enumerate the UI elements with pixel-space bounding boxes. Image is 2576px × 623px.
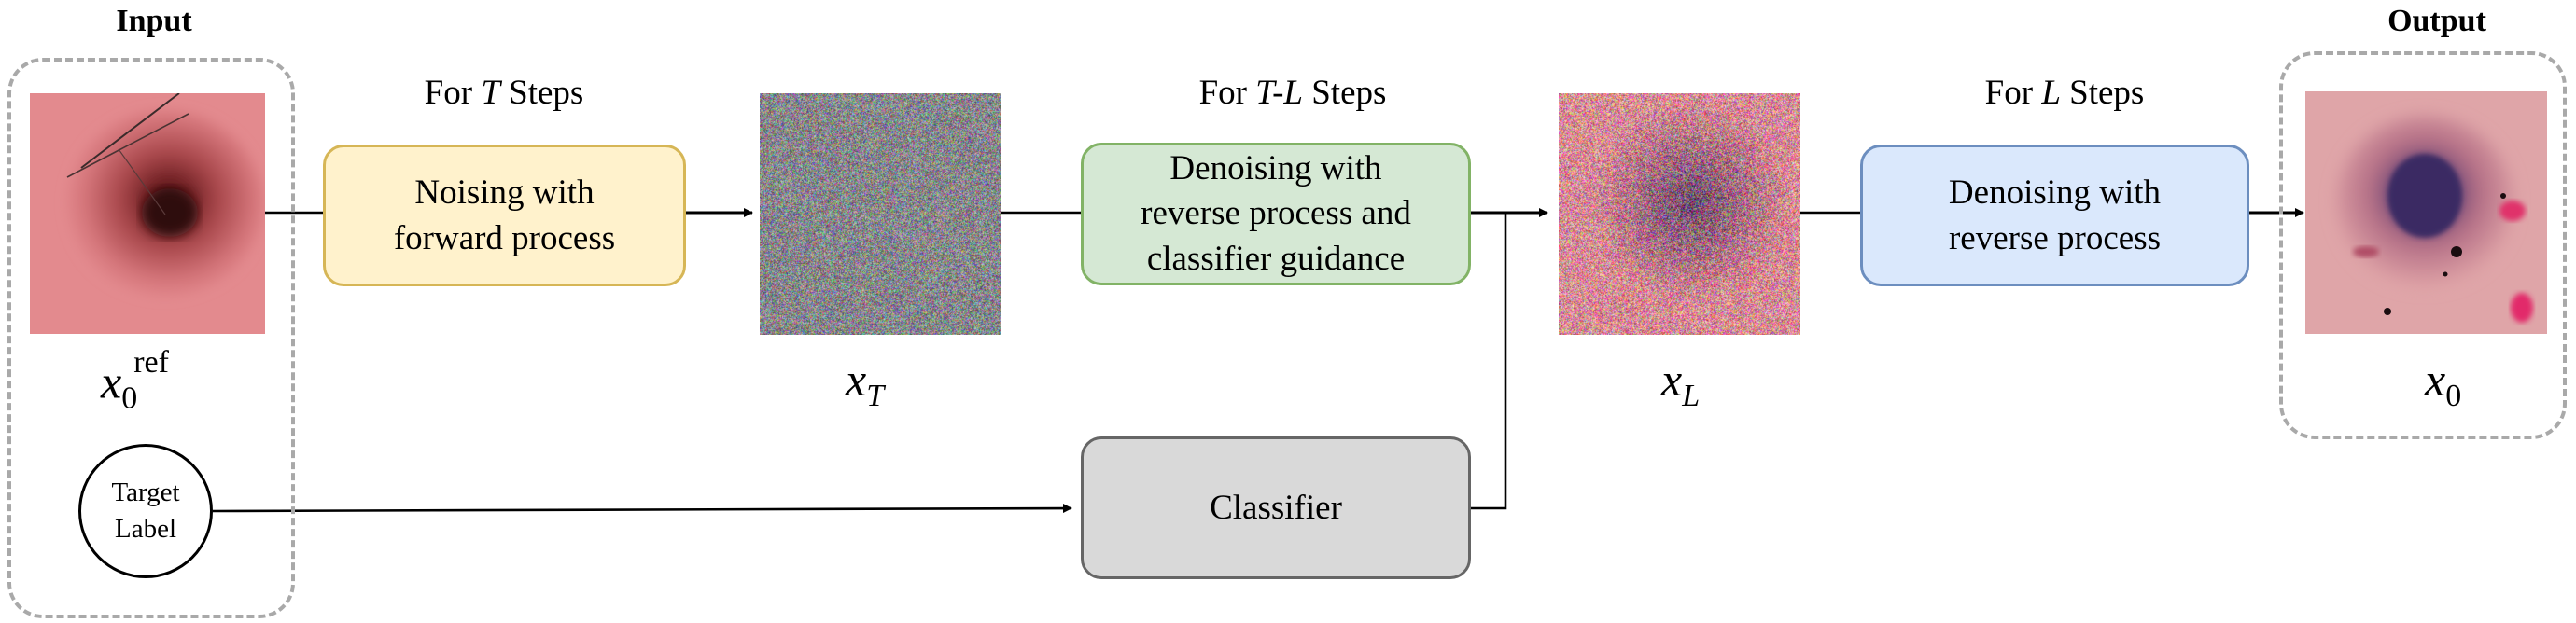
xL-partial-image [1559, 93, 1800, 335]
denoising-guided-text: Denoising with reverse process and class… [1141, 149, 1411, 278]
xL-label: xL [1661, 353, 1701, 413]
denoising-reverse-box: Denoising with reverse process [1860, 145, 2249, 286]
stage3-steps-var: L [2041, 74, 2061, 112]
target-label-node: Target Label [78, 444, 213, 578]
stage1-steps-var: T [481, 74, 500, 112]
xT-noise-image [760, 93, 1001, 335]
classifier-box: Classifier [1081, 436, 1471, 579]
xT-label: xT [846, 353, 885, 413]
line-classifier-guidance [1471, 213, 1507, 510]
arrow-label-to-classifier [212, 504, 1072, 514]
stage2-steps-var: T-L [1255, 74, 1303, 112]
x0-ref-var: x [101, 355, 122, 408]
noising-forward-box: Noising with forward process [323, 145, 686, 286]
x0-ref-sub: 0 [121, 381, 138, 416]
x0-ref-sup: ref [133, 345, 169, 380]
output-title: Output [2387, 4, 2486, 38]
input-group [7, 58, 295, 618]
classifier-text: Classifier [1210, 488, 1342, 527]
target-label-text: Target Label [111, 477, 180, 544]
denoising-reverse-text: Denoising with reverse process [1948, 173, 2162, 257]
output-group [2279, 51, 2567, 439]
output-lesion-image [2305, 91, 2547, 334]
x0-output-sub: 0 [2445, 379, 2462, 413]
xL-sub: L [1682, 379, 1701, 413]
input-title: Input [116, 4, 192, 38]
reference-lesion-image [30, 93, 265, 334]
denoising-guided-box: Denoising with reverse process and class… [1081, 143, 1471, 285]
x0-output-label: x0 [2425, 353, 2462, 413]
stage1-steps-label: For T Steps [424, 74, 584, 112]
x0-ref-label: x0ref [101, 345, 173, 417]
xT-sub: T [866, 379, 885, 413]
stage3-steps-label: For L Steps [1984, 74, 2145, 112]
stage2-steps-label: For T-L Steps [1198, 74, 1387, 112]
noising-forward-text: Noising with forward process [393, 173, 616, 257]
